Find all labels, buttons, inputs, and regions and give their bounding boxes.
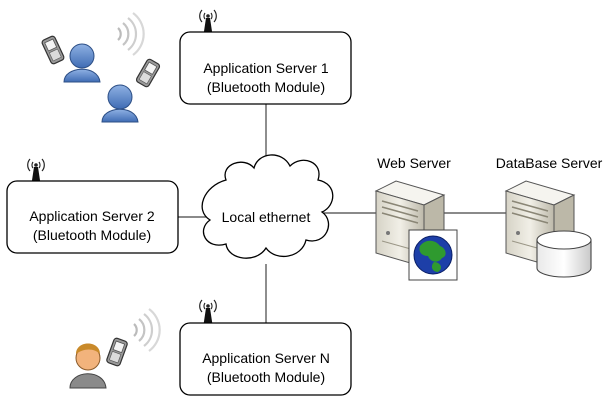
cloud-icon (201, 154, 334, 259)
app-server-1-subtitle: (Bluetooth Module) (207, 79, 325, 95)
app-server-2: Application Server 2 (Bluetooth Module) (6, 158, 179, 254)
database-cylinder-icon (536, 230, 592, 278)
app-server-1: Application Server 1 (Bluetooth Module) (179, 9, 352, 105)
globe-icon (408, 229, 458, 281)
signal-waves-icon (132, 307, 161, 353)
web-server: Web Server (375, 155, 458, 281)
local-ethernet: Local ethernet (201, 154, 334, 259)
app-server-2-box (6, 180, 179, 254)
database-server: DataBase Server (496, 155, 603, 278)
app-server-2-subtitle: (Bluetooth Module) (33, 227, 151, 243)
mobile-phone-icon (40, 34, 66, 66)
app-server-n-box (179, 322, 352, 396)
app-server-n-subtitle: (Bluetooth Module) (207, 369, 325, 385)
network-label: Local ethernet (222, 209, 311, 225)
signal-waves-icon (116, 11, 145, 57)
app-server-n: Application Server N (Bluetooth Module) (179, 299, 352, 396)
user-icon (69, 343, 107, 389)
app-server-2-title: Application Server 2 (29, 208, 155, 224)
mobile-phone-icon (105, 336, 129, 368)
app-server-n-title: Application Server N (202, 350, 330, 366)
app-server-1-title: Application Server 1 (203, 60, 329, 76)
web-server-label: Web Server (377, 155, 451, 171)
mobile-phone-icon (134, 57, 162, 89)
db-server-label: DataBase Server (496, 155, 603, 171)
mobile-user-bottom (69, 307, 161, 389)
user-icon (101, 84, 139, 123)
app-server-1-box (179, 31, 352, 105)
mobile-users-top (40, 11, 162, 123)
user-icon (63, 43, 101, 83)
